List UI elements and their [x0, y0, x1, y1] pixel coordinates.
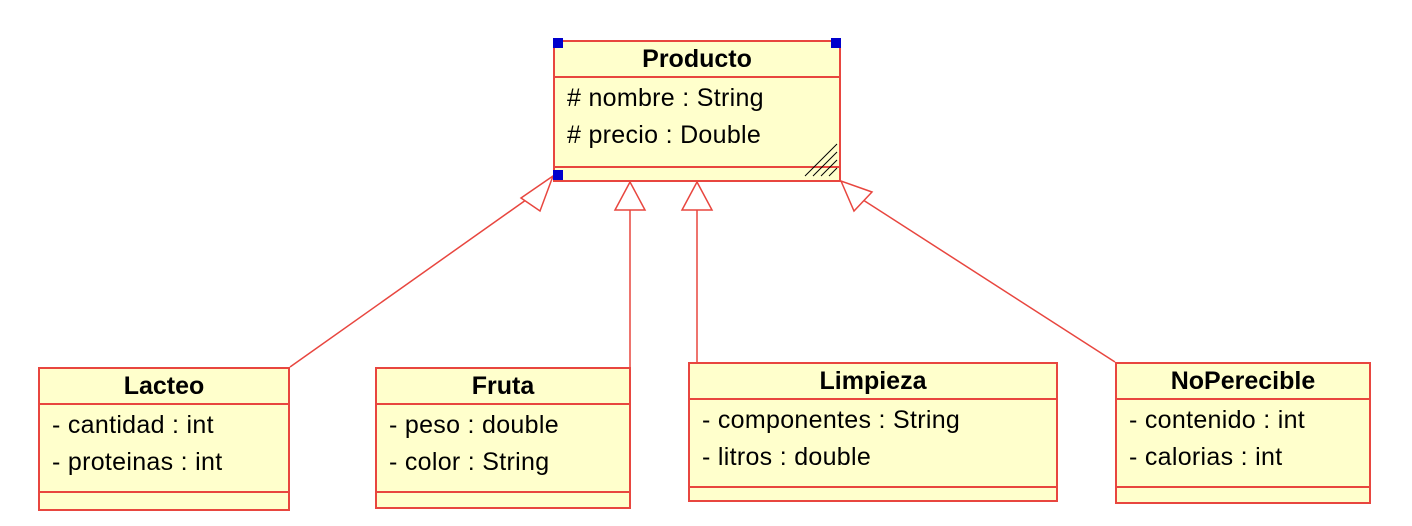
- class-noperecible[interactable]: NoPerecible - contenido : int - calorias…: [1115, 362, 1371, 504]
- class-limpieza[interactable]: Limpieza - componentes : String - litros…: [688, 362, 1058, 502]
- attribute: - proteinas : int: [52, 448, 223, 476]
- attribute: - color : String: [389, 448, 550, 476]
- attribute: - litros : double: [702, 443, 872, 471]
- generalization-fruta-producto[interactable]: [613, 180, 647, 367]
- attribute: - contenido : int: [1129, 406, 1306, 434]
- attributes-compartment: # nombre : String # precio : Double: [555, 78, 839, 168]
- attribute: - componentes : String: [702, 406, 961, 434]
- selection-handle[interactable]: [553, 170, 563, 180]
- generalization-noperecible-producto[interactable]: [839, 179, 1116, 363]
- generalization-limpieza-producto[interactable]: [680, 180, 714, 362]
- class-name: Fruta: [377, 369, 629, 405]
- class-name: Producto: [555, 42, 839, 78]
- class-lacteo[interactable]: Lacteo - cantidad : int - proteinas : in…: [38, 367, 290, 511]
- class-name: NoPerecible: [1117, 364, 1369, 400]
- generalization-lacteo-producto[interactable]: [289, 174, 555, 368]
- hatch-corner-icon: [804, 143, 838, 177]
- attribute: - calorias : int: [1129, 443, 1283, 471]
- attribute: - peso : double: [389, 411, 559, 439]
- selection-handle[interactable]: [553, 38, 563, 48]
- attributes-compartment: - peso : double - color : String: [377, 405, 629, 493]
- attributes-compartment: - componentes : String - litros : double: [690, 400, 1056, 488]
- class-name: Lacteo: [40, 369, 288, 405]
- class-producto[interactable]: Producto # nombre : String # precio : Do…: [553, 40, 841, 182]
- class-fruta[interactable]: Fruta - peso : double - color : String: [375, 367, 631, 509]
- selection-handle[interactable]: [831, 38, 841, 48]
- attribute: # nombre : String: [567, 84, 764, 112]
- attribute: - cantidad : int: [52, 411, 214, 439]
- attributes-compartment: - cantidad : int - proteinas : int: [40, 405, 288, 493]
- class-name: Limpieza: [690, 364, 1056, 400]
- attribute: # precio : Double: [567, 121, 762, 149]
- attributes-compartment: - contenido : int - calorias : int: [1117, 400, 1369, 488]
